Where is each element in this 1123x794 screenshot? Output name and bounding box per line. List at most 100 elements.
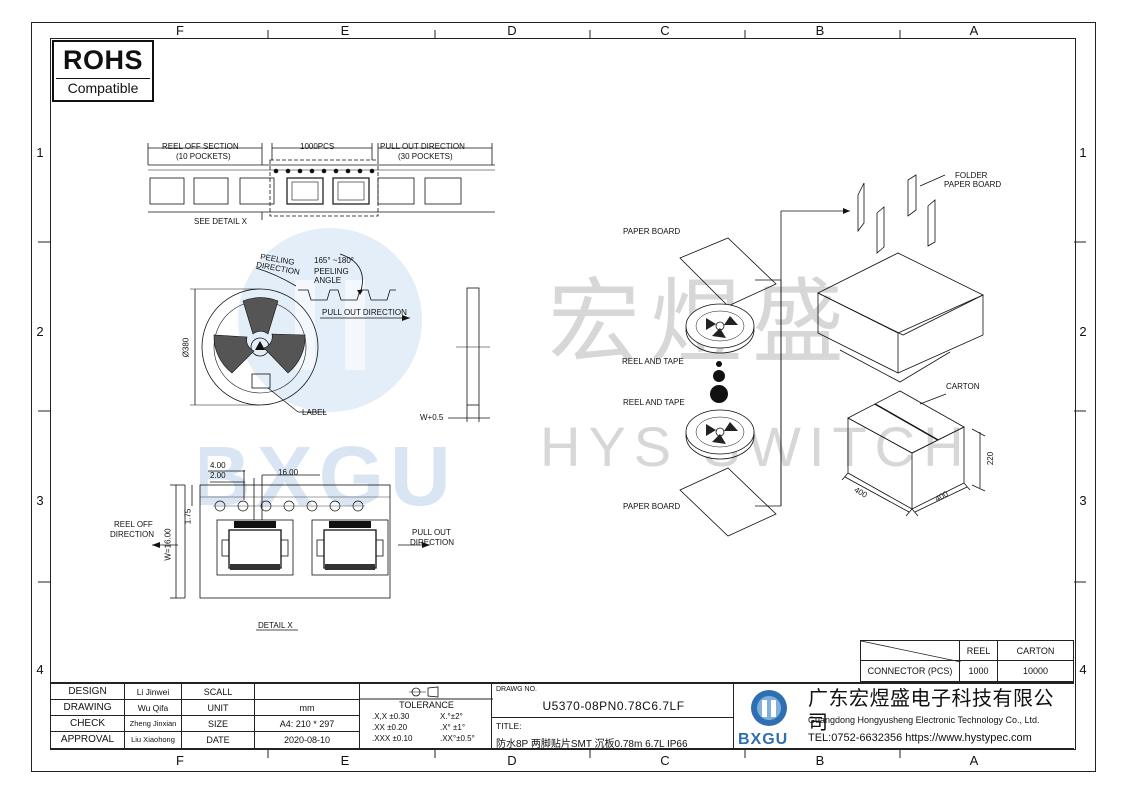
peeling-angle-label-2: ANGLE: [314, 276, 342, 285]
zone-top-c: C: [660, 23, 670, 38]
packing-exploded-view: [679, 174, 986, 537]
name-check: Zheng Jinxian: [124, 715, 182, 732]
tolerance-row-1a: .X,X ±0.30: [372, 712, 410, 721]
role-check: CHECK: [50, 715, 125, 732]
zone-left-4: 4: [36, 662, 44, 677]
zone-top-e: E: [340, 23, 350, 38]
zone-bottom-e: E: [340, 753, 350, 768]
drawing-number-label: DRAWG NO.: [496, 686, 537, 693]
tolerance-row-2b: .X° ±1°: [440, 723, 466, 732]
value-scall: [254, 683, 360, 700]
key-date: DATE: [181, 731, 255, 749]
quantity-table: REEL CARTON CONNECTOR (PCS) 1000 10000: [860, 640, 1074, 682]
company-name-en: Guangdong Hongyusheng Electronic Technol…: [808, 715, 1040, 725]
drawing-title: 防水8P 两脚贴片SMT 沉板0.78m 6.7L IP66: [496, 739, 688, 750]
rohs-title: ROHS: [62, 45, 143, 75]
paper-board-bottom-label: PAPER BOARD: [623, 502, 681, 511]
pull-out-pockets-label: (30 POCKETS): [398, 152, 453, 161]
value-size: A4: 210 * 297: [254, 715, 360, 732]
detail-x-view: [152, 470, 430, 631]
reel-off-section-label: REEL OFF SECTION: [162, 142, 239, 151]
tolerance-box: TOLERANCE .X,X ±0.30 X.°±2° .XX ±0.20 .X…: [359, 683, 493, 749]
zone-bottom-a: A: [969, 753, 979, 768]
qty-row-label: CONNECTOR (PCS): [860, 660, 960, 682]
reel-off-pockets-label: (10 POCKETS): [176, 152, 231, 161]
company-contact: TEL:0752-6632356 https://www.hystypec.co…: [808, 732, 1032, 744]
reel-and-tape-label-1: REEL AND TAPE: [622, 357, 684, 366]
drawing-number-box: DRAWG NO. U5370-08PN0.78C6.7LF: [491, 683, 734, 718]
reel-off-direction-label-2: DIRECTION: [110, 530, 154, 539]
tolerance-row-2a: .XX ±0.20: [372, 723, 408, 732]
reel-pull-out-label: PULL OUT DIRECTION: [322, 308, 407, 317]
pull-out-direction-label: PULL OUT DIRECTION: [380, 142, 465, 151]
dim-w-label: W=16.00: [163, 528, 173, 561]
qty-carton-value: 10000: [997, 660, 1074, 682]
role-drawing: DRAWING: [50, 699, 125, 716]
reel-off-direction-label-1: REEL OFF: [114, 520, 153, 529]
see-detail-label: SEE DETAIL X: [194, 217, 247, 226]
role-design: DESIGN: [50, 683, 125, 700]
zone-right-2: 2: [1079, 324, 1087, 339]
folder-label-2: PAPER BOARD: [944, 180, 1002, 189]
role-approval: APPROVAL: [50, 731, 125, 749]
zone-top-f: F: [176, 23, 184, 38]
qty-reel-value: 1000: [959, 660, 998, 682]
zone-left-3: 3: [36, 493, 44, 508]
dim-4-label: 4.00: [210, 461, 226, 470]
reel-width-label: W+0.5: [420, 413, 444, 422]
reel-front-view: [190, 253, 410, 413]
value-date: 2020-08-10: [254, 731, 360, 749]
key-unit: UNIT: [181, 699, 255, 716]
folder-label-1: FOLDER: [955, 171, 988, 180]
drawing-number: U5370-08PN0.78C6.7LF: [542, 699, 685, 713]
tolerance-row-3a: .XXX ±0.10: [372, 734, 413, 743]
company-name-cn: 广东宏煜盛电子科技有限公司: [808, 688, 1054, 734]
paper-board-top-label: PAPER BOARD: [623, 227, 681, 236]
pull-out-direction-label-1: PULL OUT: [412, 528, 451, 537]
drawing-inner-border: [50, 38, 1076, 750]
zone-left-2: 2: [36, 324, 44, 339]
zone-right-4: 4: [1079, 662, 1087, 677]
carton-height-label: 220: [986, 451, 996, 466]
name-approval: Liu Xiaohong: [124, 731, 182, 749]
company-box: BXGU 广东宏煜盛电子科技有限公司 Guangdong Hongyusheng…: [733, 683, 1074, 749]
zone-right-3: 3: [1079, 493, 1087, 508]
projection-symbol-icon: [360, 686, 493, 700]
zone-right-1: 1: [1079, 145, 1087, 160]
peeling-angle-label-1: PEELING: [314, 267, 349, 276]
drawing-title-box: TITLE: 防水8P 两脚贴片SMT 沉板0.78m 6.7L IP66: [491, 717, 734, 750]
key-size: SIZE: [181, 715, 255, 732]
tolerance-row-1b: X.°±2°: [440, 712, 463, 721]
zone-bottom-f: F: [176, 753, 184, 768]
zone-top-b: B: [815, 23, 825, 38]
reel-side-view: [448, 287, 490, 422]
watermark-logo-text: BXGU: [200, 429, 457, 523]
zone-left-1: 1: [36, 145, 44, 160]
company-logo-icon: [751, 690, 787, 726]
rohs-badge: ROHS Compatible: [52, 40, 154, 102]
pcs-label: 1000PCS: [300, 142, 335, 151]
company-logo-text: BXGU: [738, 731, 789, 748]
tolerance-row-3b: .XX°±0.5°: [440, 734, 475, 743]
value-unit: mm: [254, 699, 360, 716]
reel-diameter-label: Ø380: [181, 337, 191, 358]
pull-out-direction-label-2: DIRECTION: [410, 538, 454, 547]
dim-2-label: 2.00: [210, 471, 226, 480]
tolerance-title: TOLERANCE: [399, 700, 454, 710]
dim-16-label: 16.00: [278, 468, 299, 477]
rohs-subtitle: Compatible: [56, 78, 150, 97]
drawing-title-label: TITLE:: [496, 721, 522, 731]
name-design: Li Jinwei: [124, 683, 182, 700]
carton-label: CARTON: [946, 382, 980, 391]
reel-and-tape-label-2: REEL AND TAPE: [623, 398, 685, 407]
zone-bottom-d: D: [507, 753, 517, 768]
dim-175-label: 1.75: [183, 508, 193, 525]
qty-col-reel: REEL: [959, 640, 998, 661]
drawing-outer-border: [31, 22, 1096, 772]
zone-bottom-b: B: [815, 753, 825, 768]
title-block: DESIGN DRAWING CHECK APPROVAL Li Jinwei …: [50, 682, 1074, 750]
zone-bottom-c: C: [660, 753, 670, 768]
detail-x-title: DETAIL X: [258, 621, 293, 630]
